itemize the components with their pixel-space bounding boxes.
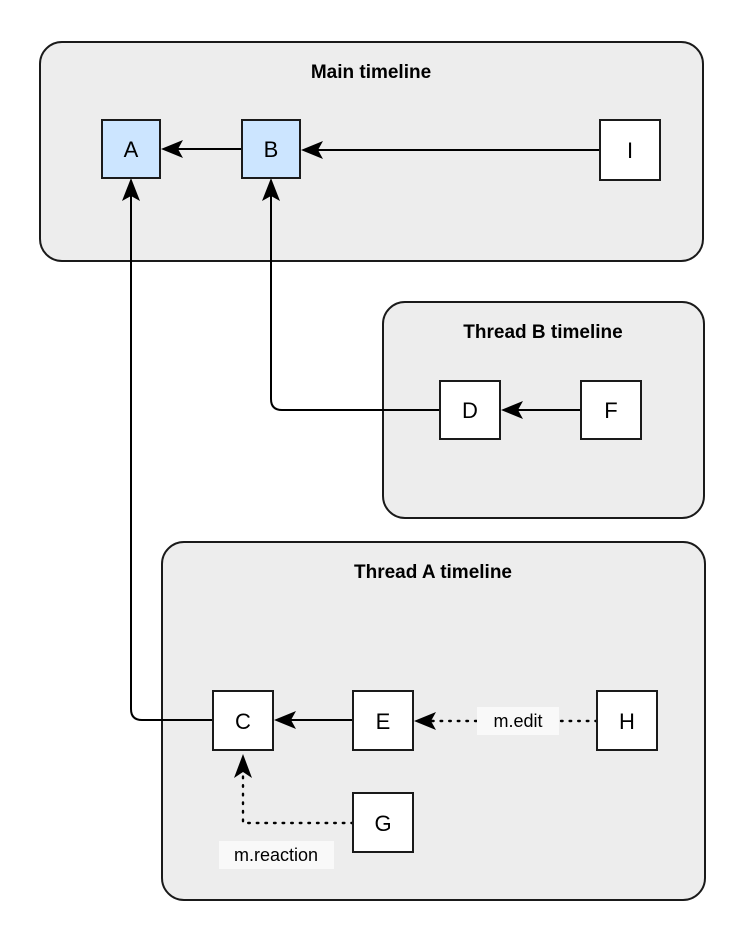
node-a-label: A [124, 137, 139, 162]
node-i-box [599, 119, 661, 181]
edge-d-to-b[interactable] [262, 178, 440, 411]
edge-label-m-reaction-bg [219, 841, 334, 869]
edge-b-to-a-arrowhead [161, 140, 183, 158]
node-f[interactable]: F [580, 380, 642, 440]
group-thread-a-timeline-title: Thread A timeline [354, 562, 512, 583]
node-h-box [596, 690, 658, 751]
edge-f-to-d[interactable] [501, 401, 581, 419]
node-e-label: E [376, 709, 391, 734]
edge-i-to-b-arrowhead [301, 141, 323, 159]
edge-g-to-c-arrowhead [234, 754, 252, 778]
node-h[interactable]: H [596, 690, 658, 751]
node-e-box [352, 690, 414, 751]
node-f-label: F [604, 398, 617, 423]
node-f-box [580, 380, 642, 440]
edge-b-to-a[interactable] [161, 140, 242, 158]
node-c-label: C [235, 709, 251, 734]
edge-g-to-c-line [241, 770, 355, 825]
node-e[interactable]: E [352, 690, 414, 751]
node-d-box [439, 380, 501, 440]
edge-c-to-a-arrowhead [122, 178, 140, 201]
node-i-label: I [627, 138, 633, 163]
edge-g-to-c[interactable] [234, 754, 355, 825]
node-c[interactable]: C [212, 690, 274, 751]
edge-label-m-reaction-text: m.reaction [234, 845, 318, 865]
node-i[interactable]: I [599, 119, 661, 181]
group-main-timeline-title: Main timeline [311, 62, 431, 83]
edge-h-to-e[interactable] [414, 712, 599, 730]
node-d[interactable]: D [439, 380, 501, 440]
edge-label-m-edit-text: m.edit [493, 711, 542, 731]
group-thread-b-timeline-title: Thread B timeline [463, 322, 622, 343]
edge-f-to-d-arrowhead [501, 401, 523, 419]
edge-label-m-edit-bg [477, 707, 559, 735]
node-a[interactable]: A [101, 119, 161, 179]
node-b[interactable]: B [241, 119, 301, 179]
edge-c-to-a[interactable] [122, 178, 213, 721]
node-b-label: B [264, 137, 279, 162]
node-d-label: D [462, 398, 478, 423]
group-main-timeline[interactable]: Main timeline [39, 41, 704, 262]
edge-e-to-c-arrowhead [274, 711, 296, 729]
node-c-box [212, 690, 274, 751]
node-h-label: H [619, 709, 635, 734]
node-b-box [241, 119, 301, 179]
edge-d-to-b-line [270, 195, 440, 411]
node-g-label: G [374, 811, 391, 836]
edge-label-m-edit: m.edit [477, 707, 559, 735]
node-g-box [352, 792, 414, 853]
edge-label-m-reaction: m.reaction [219, 841, 334, 869]
edge-c-to-a-line [130, 195, 213, 721]
edge-d-to-b-arrowhead [262, 178, 280, 201]
edge-i-to-b[interactable] [301, 141, 600, 159]
node-a-box [101, 119, 161, 179]
edge-e-to-c[interactable] [274, 711, 353, 729]
group-main-timeline-box [39, 41, 704, 262]
node-g[interactable]: G [352, 792, 414, 853]
edge-h-to-e-arrowhead [414, 712, 436, 730]
